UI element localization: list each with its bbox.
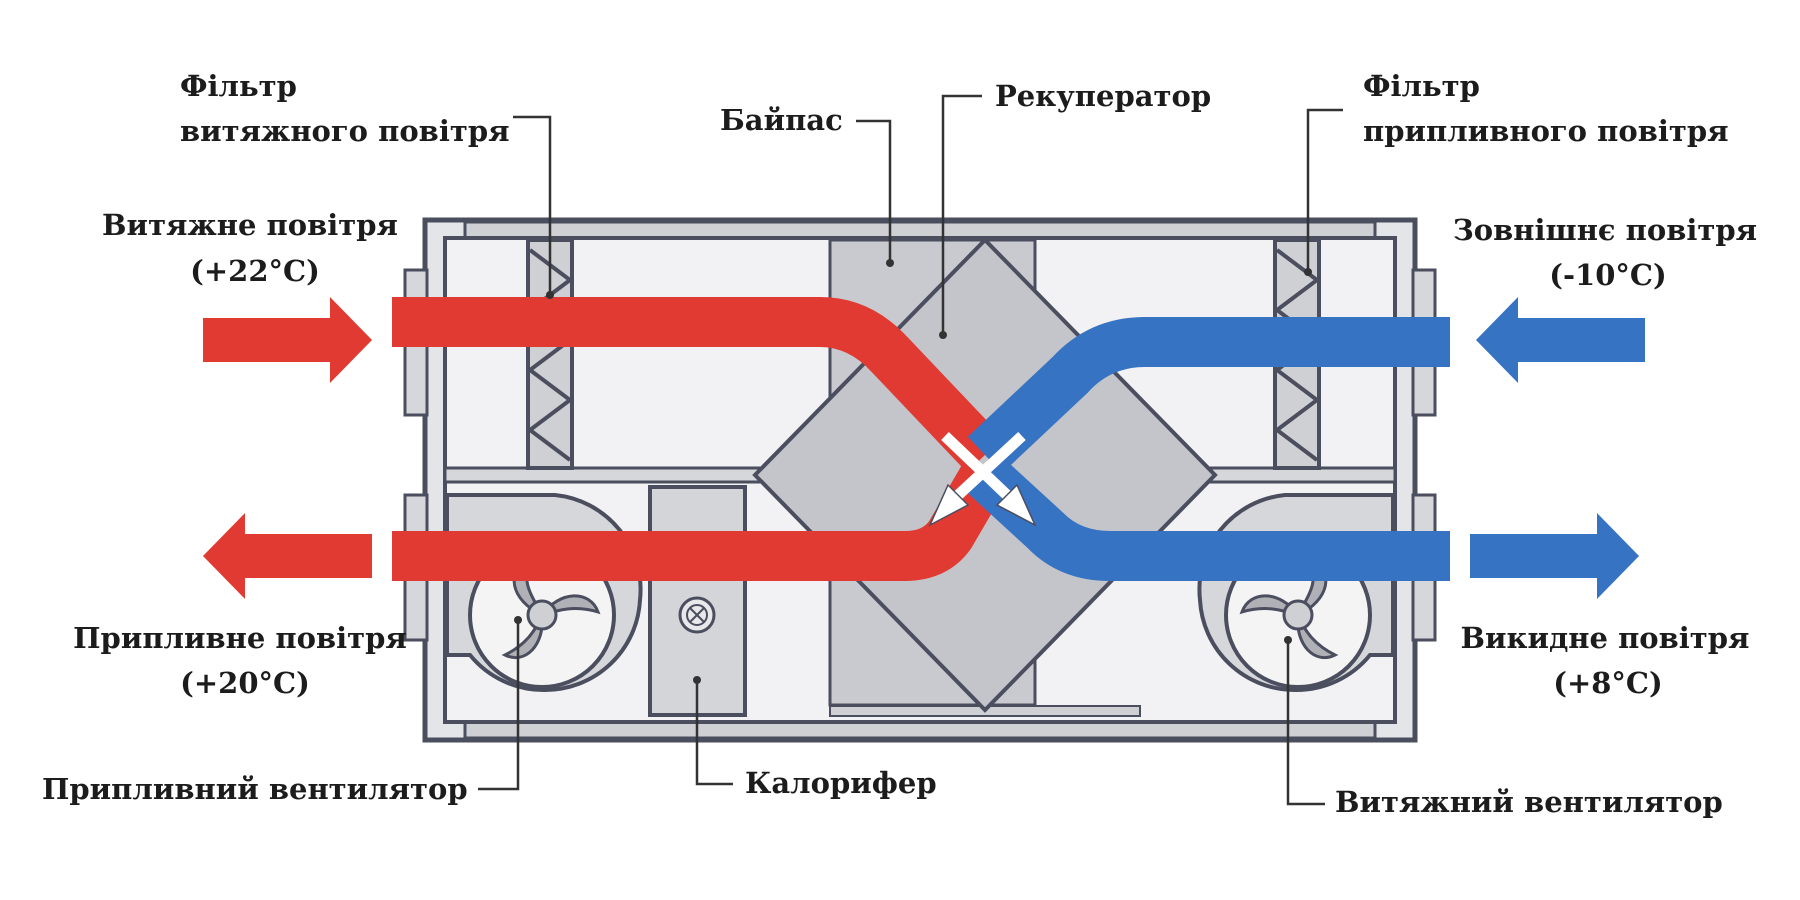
label-supply-fan: Припливний вентилятор bbox=[42, 772, 468, 806]
label-outdoor-air: Зовнішнє повітря bbox=[1453, 213, 1757, 247]
label-exhaust-filter-2: витяжного повітря bbox=[180, 114, 510, 148]
label-bypass: Байпас bbox=[720, 103, 843, 137]
label-exhaust-out-air: Викидне повітря bbox=[1461, 621, 1750, 655]
label-recuperator: Рекуператор bbox=[995, 79, 1211, 113]
arrow-exhaust-out bbox=[1470, 513, 1639, 599]
label-exhaust-filter-1: Фільтр bbox=[180, 69, 297, 103]
supply-fan bbox=[445, 493, 643, 693]
label-exhaust-out-air-temp: (+8°C) bbox=[1553, 666, 1663, 700]
warm-flow-extract bbox=[392, 297, 1004, 473]
crossflow-arrows bbox=[928, 431, 1037, 527]
arrow-outdoor-in bbox=[1476, 297, 1645, 383]
label-supply-filter-1: Фільтр bbox=[1363, 69, 1480, 103]
exhaust-fan bbox=[1197, 493, 1395, 693]
cold-flow-outdoor bbox=[967, 317, 1450, 474]
arrow-supply-out bbox=[203, 513, 372, 599]
arrow-extract-in bbox=[203, 297, 372, 383]
label-supply-air-temp: (+20°C) bbox=[180, 666, 310, 700]
label-extract-air: Витяжне повітря bbox=[102, 208, 398, 242]
label-outdoor-air-temp: (-10°C) bbox=[1549, 258, 1666, 292]
label-extract-air-temp: (+22°C) bbox=[190, 254, 320, 288]
leader-lines bbox=[478, 94, 1343, 806]
label-supply-air: Припливне повітря bbox=[73, 621, 407, 655]
warm-flow-supply bbox=[392, 462, 1007, 581]
cold-flow-exhaust bbox=[968, 456, 1450, 581]
label-heater: Калорифер bbox=[745, 766, 937, 800]
label-exhaust-fan: Витяжний вентилятор bbox=[1335, 785, 1723, 819]
label-supply-filter-2: припливного повітря bbox=[1363, 114, 1729, 148]
